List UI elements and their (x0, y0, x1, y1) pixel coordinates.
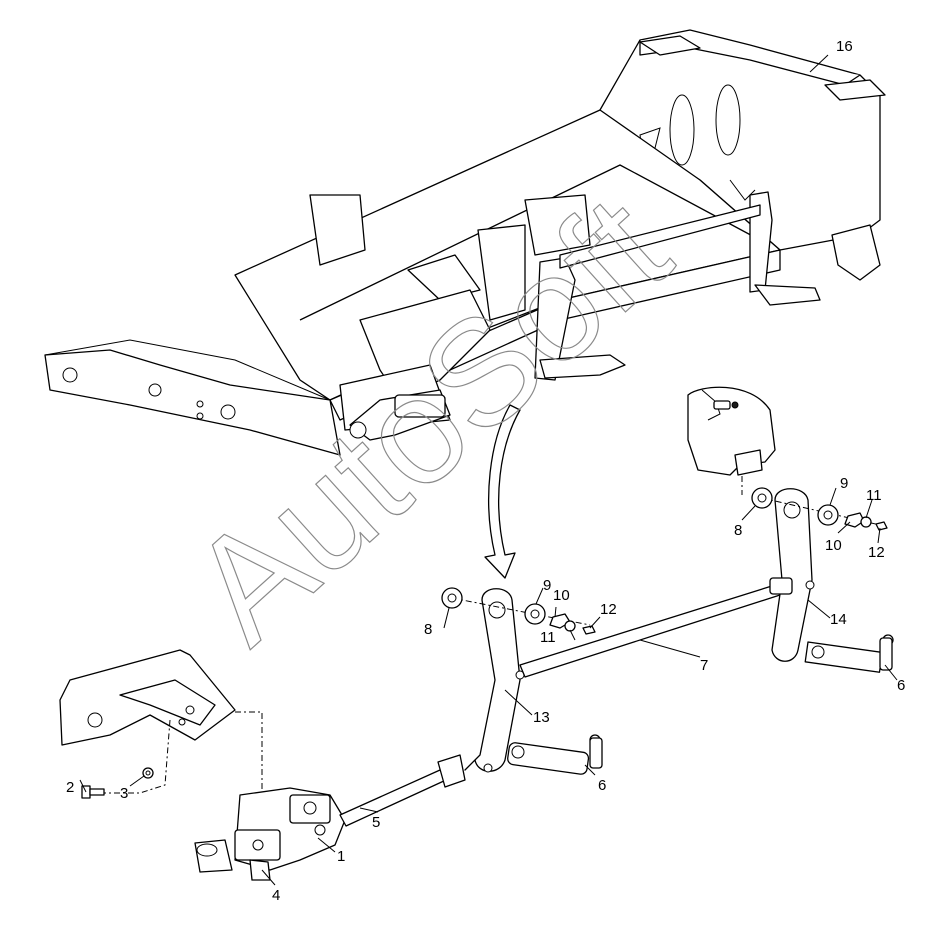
actuator-cylinder-6b (804, 634, 894, 673)
washer-icon (817, 504, 839, 526)
curved-arrow-icon (484, 404, 521, 579)
callout-11-right: 11 (866, 487, 882, 504)
shift-valve-assembly (194, 787, 346, 881)
cotter-pin-icon (582, 625, 596, 635)
nut-icon (142, 767, 154, 779)
cotter-pin-icon (875, 521, 888, 531)
callout-7: 7 (700, 657, 708, 674)
washer-icon (751, 487, 773, 509)
callout-3: 3 (120, 785, 128, 802)
washer-icon (441, 587, 463, 609)
callout-8-left: 8 (424, 621, 432, 638)
push-rod-5 (339, 754, 466, 827)
callout-2: 2 (66, 779, 74, 796)
callout-9-right: 9 (840, 475, 848, 492)
callout-10-left: 10 (553, 587, 570, 604)
callout-6-lower: 6 (598, 777, 606, 794)
callout-4: 4 (272, 887, 280, 904)
shield-bracket-detail (687, 386, 776, 476)
callout-11-left: 11 (540, 629, 556, 646)
lever-13 (464, 588, 525, 773)
callout-5: 5 (372, 814, 380, 831)
callout-13: 13 (533, 709, 550, 726)
callout-9-left: 9 (543, 577, 551, 594)
nut-icon (564, 620, 576, 632)
fastener-stack-left (441, 587, 596, 635)
callout-12-right: 12 (868, 544, 885, 561)
fastener-stack-right (741, 420, 888, 531)
mount-bracket-detail (59, 649, 263, 799)
callout-labels: 16 7 14 13 5 1 4 2 3 6 6 8 8 9 9 10 10 1… (66, 38, 905, 904)
lever-14 (769, 488, 815, 662)
callout-16: 16 (836, 38, 853, 55)
callout-6-right: 6 (897, 677, 905, 694)
callout-12-left: 12 (600, 601, 617, 618)
callout-8-right: 8 (734, 522, 742, 539)
grease-fitting-icon (701, 389, 739, 421)
washer-icon (524, 603, 546, 625)
leader-lines (79, 54, 898, 886)
bolt-icon (81, 785, 105, 799)
callout-1: 1 (337, 848, 345, 865)
chassis-frame (44, 29, 886, 456)
nut-icon (860, 516, 872, 528)
callout-10-right: 10 (825, 537, 842, 554)
callout-14: 14 (830, 611, 847, 628)
nut-icon (844, 512, 865, 528)
upper-linkage-assembly (349, 179, 821, 441)
actuator-cylinder-6a (507, 734, 603, 775)
